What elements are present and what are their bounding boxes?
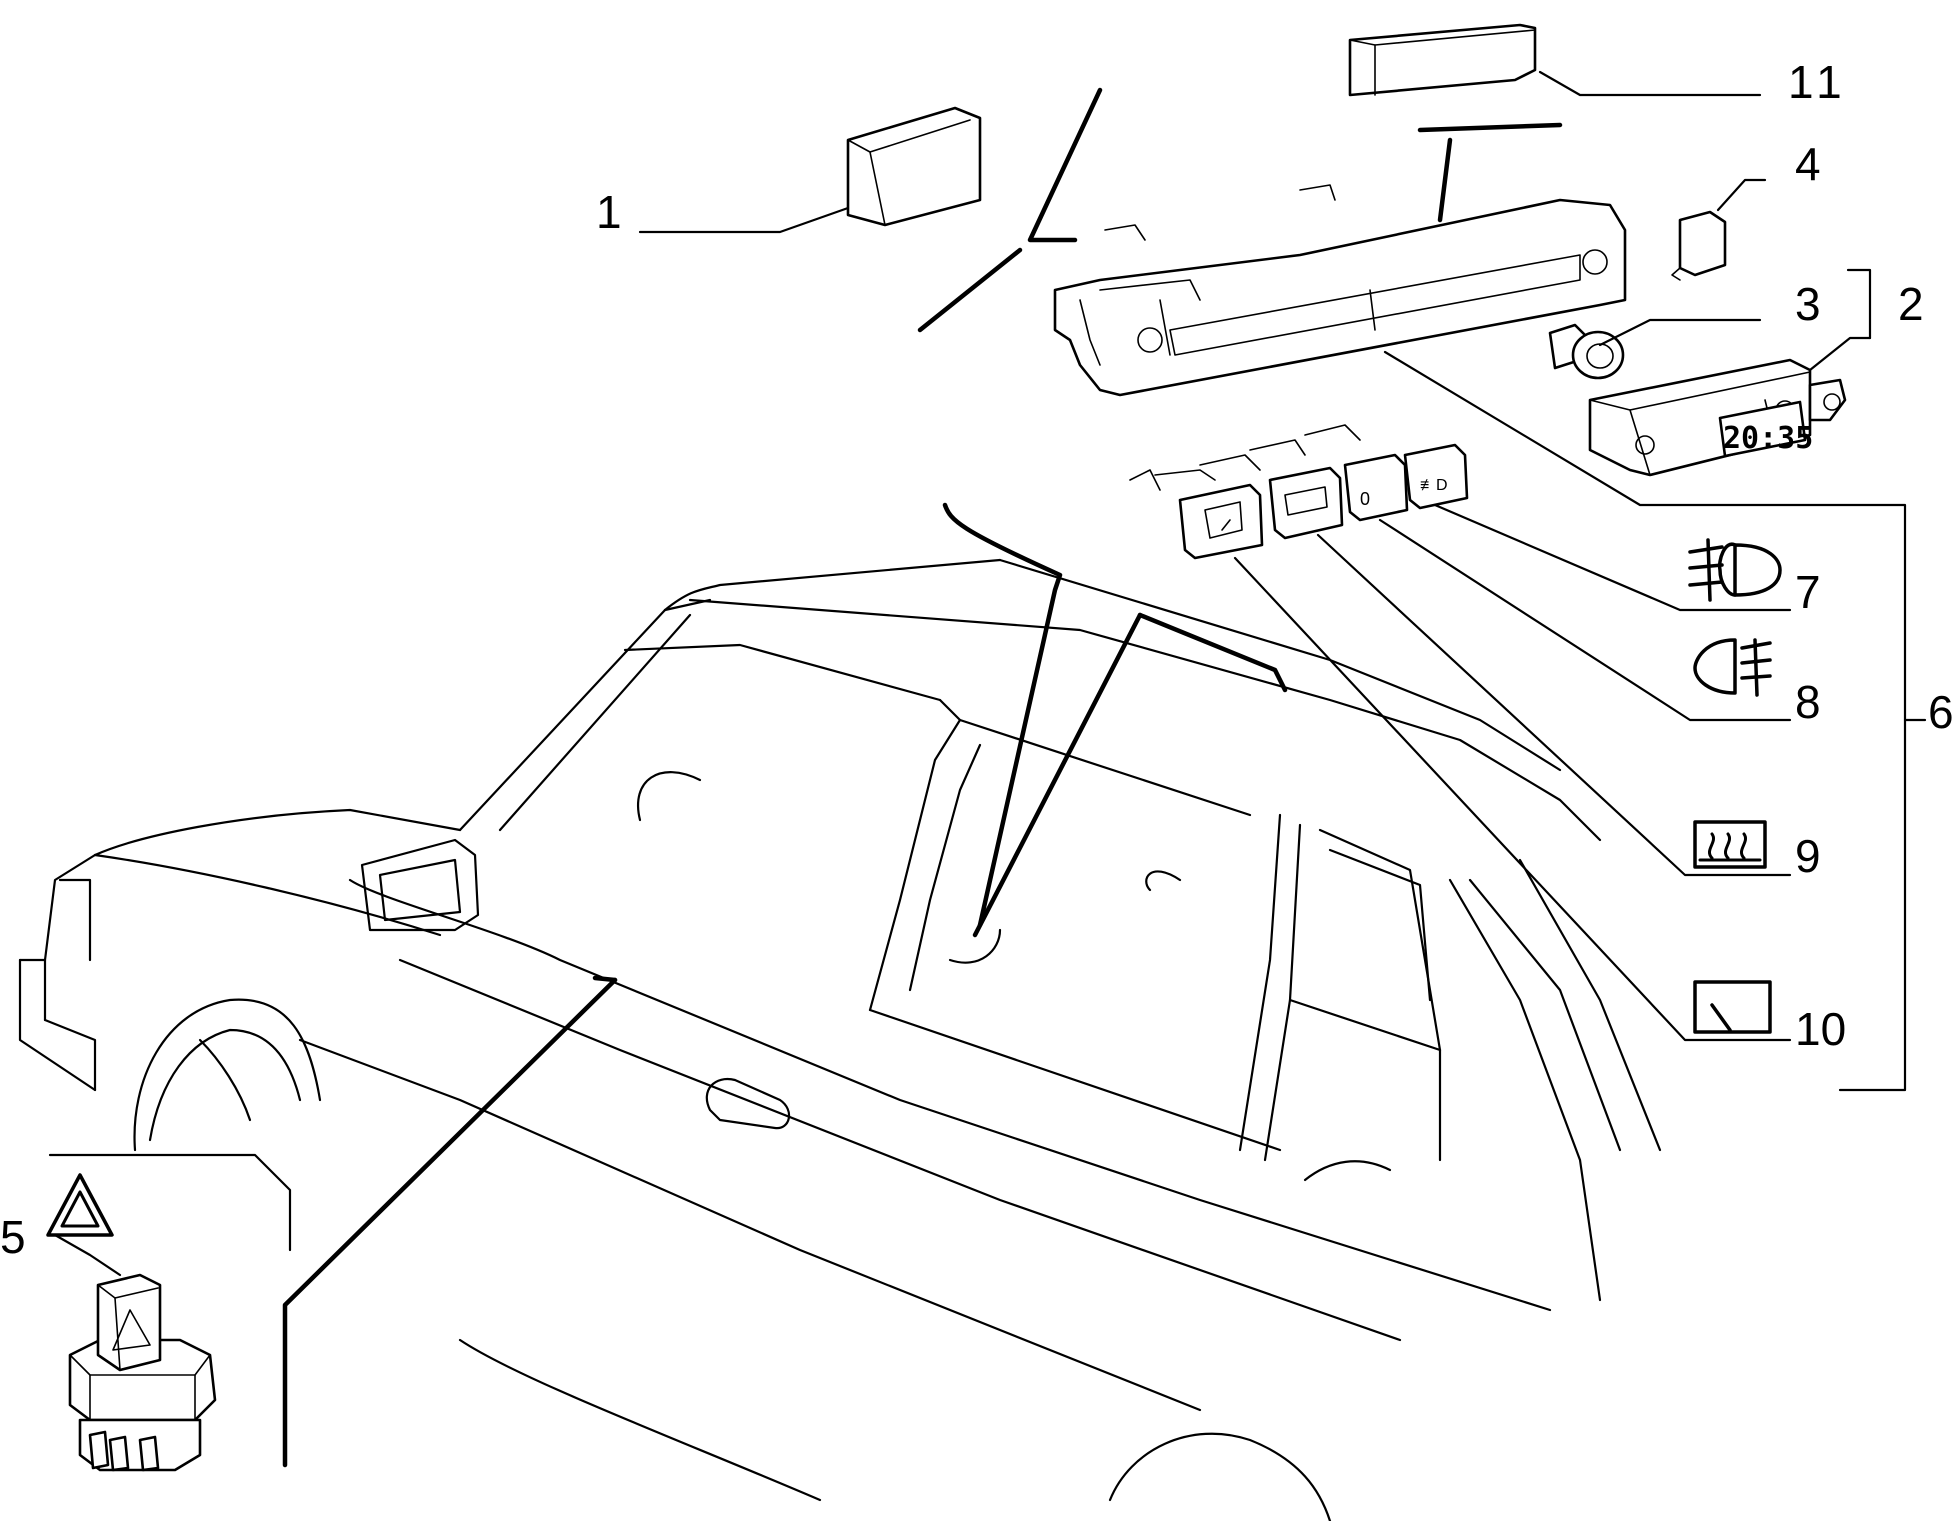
callout-8: 8 [1795,676,1821,728]
part-4-clip [1671,210,1727,281]
dashboard-housing [1053,184,1627,397]
hazard-warning-icon [46,1173,114,1237]
callout-2: 2 [1898,278,1924,330]
callout-9: 9 [1795,830,1821,882]
callout-11: 11 [1788,56,1848,108]
leader-lines [48,70,1927,1277]
part-1-cover-block [846,106,982,227]
callout-6: 6 [1928,686,1954,738]
rear-wiper-icon [1693,980,1772,1034]
part-3-bulb [1548,323,1625,380]
callout-7: 7 [1795,566,1821,618]
callout-1: 1 [596,186,622,238]
part-11-cover-strip [1348,23,1537,97]
callout-4: 4 [1795,138,1821,190]
front-fog-light-icon [1688,538,1782,602]
switch-block: 0 ≢D [1129,424,1469,560]
car-outline [18,558,1662,1521]
callout-5: 5 [0,1211,26,1263]
rear-window-defrost-icon [1693,820,1767,869]
svg-text:≢D: ≢D [1420,477,1448,494]
callout-3: 3 [1795,278,1821,330]
rear-fog-light-icon [1693,638,1772,697]
svg-text:0: 0 [1360,489,1370,509]
callout-arrows [282,87,1563,1468]
clock-display: 20:35 [1723,421,1813,456]
part-2-digital-clock: 20:35 [1588,358,1847,477]
callout-numbers: 1 2 3 4 5 6 7 8 9 10 11 [0,56,1954,1263]
part-5-hazard-switch [68,1273,217,1472]
callout-10: 10 [1795,1003,1846,1055]
